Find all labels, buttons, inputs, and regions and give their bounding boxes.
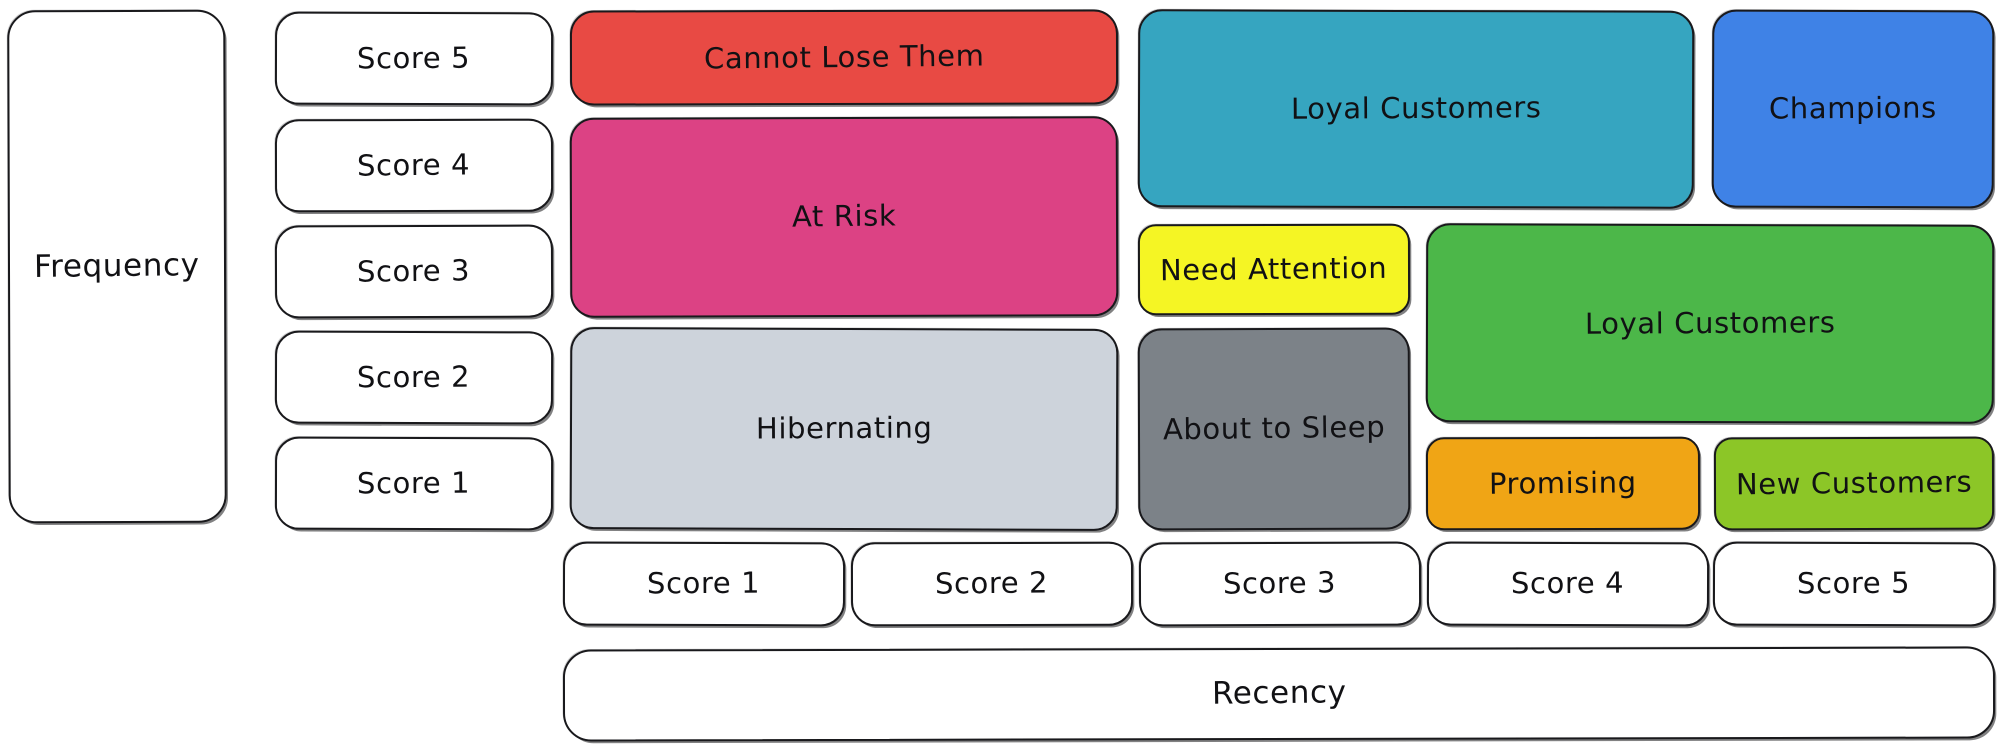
frequency-score-5-label: Score 5: [357, 40, 471, 76]
segment-need-attention[interactable]: Need Attention: [1137, 223, 1411, 316]
segment-about-to-sleep-label: About to Sleep: [1162, 410, 1386, 447]
segment-at-risk[interactable]: At Risk: [569, 116, 1119, 318]
recency-axis-label: Recency: [562, 646, 1996, 742]
segment-promising[interactable]: Promising: [1425, 436, 1701, 531]
segment-at-risk-label: At Risk: [791, 198, 897, 234]
segment-loyal-customers-green-label: Loyal Customers: [1584, 305, 1836, 341]
recency-score-1[interactable]: Score 1: [562, 541, 846, 627]
segment-champions[interactable]: Champions: [1711, 9, 1995, 209]
recency-score-4[interactable]: Score 4: [1426, 541, 1710, 627]
segment-loyal-customers-green[interactable]: Loyal Customers: [1425, 223, 1995, 424]
recency-axis-label-text: Recency: [1211, 674, 1347, 712]
frequency-score-3[interactable]: Score 3: [274, 224, 554, 319]
segment-cannot-lose-them[interactable]: Cannot Lose Them: [569, 9, 1119, 106]
segment-loyal-customers-teal[interactable]: Loyal Customers: [1137, 9, 1695, 209]
frequency-score-1[interactable]: Score 1: [274, 436, 554, 531]
segment-loyal-customers-teal-label: Loyal Customers: [1290, 90, 1542, 127]
segment-about-to-sleep[interactable]: About to Sleep: [1137, 327, 1411, 531]
frequency-score-5[interactable]: Score 5: [274, 11, 554, 106]
frequency-axis-label-text: Frequency: [34, 246, 200, 285]
segment-need-attention-label: Need Attention: [1160, 250, 1388, 288]
frequency-axis-label: Frequency: [7, 9, 227, 524]
segment-hibernating[interactable]: Hibernating: [569, 327, 1119, 531]
segment-new-customers[interactable]: New Customers: [1713, 436, 1995, 531]
recency-score-5-label: Score 5: [1797, 565, 1911, 601]
frequency-score-2-label: Score 2: [357, 359, 471, 395]
segment-promising-label: Promising: [1488, 465, 1638, 501]
frequency-score-4[interactable]: Score 4: [274, 118, 554, 213]
segment-champions-label: Champions: [1769, 90, 1937, 126]
recency-score-1-label: Score 1: [647, 565, 761, 601]
segment-cannot-lose-them-label: Cannot Lose Them: [703, 38, 985, 76]
recency-score-5[interactable]: Score 5: [1712, 541, 1996, 627]
frequency-score-1-label: Score 1: [357, 465, 471, 501]
segment-hibernating-label: Hibernating: [755, 410, 933, 446]
recency-score-2-label: Score 2: [935, 565, 1049, 601]
recency-score-3[interactable]: Score 3: [1138, 541, 1422, 627]
recency-score-4-label: Score 4: [1511, 566, 1625, 601]
frequency-score-4-label: Score 4: [357, 147, 471, 183]
frequency-score-3-label: Score 3: [357, 253, 471, 289]
recency-score-2[interactable]: Score 2: [850, 541, 1134, 627]
segment-new-customers-label: New Customers: [1735, 464, 1973, 502]
frequency-score-2[interactable]: Score 2: [274, 330, 554, 425]
recency-score-3-label: Score 3: [1223, 565, 1337, 601]
